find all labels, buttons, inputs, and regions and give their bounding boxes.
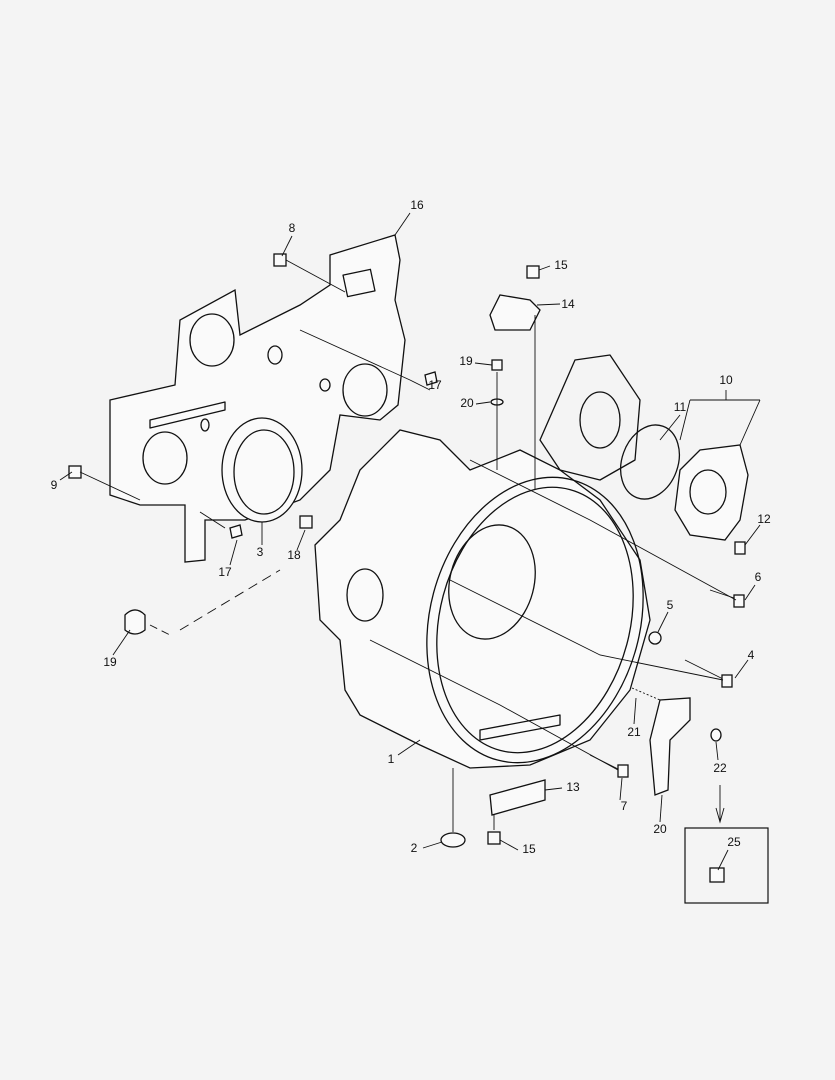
callout-labels: 16 8 15 14 19 17 20 10 11 9 12 3 18 17 6… — [51, 198, 771, 856]
small-hardware — [68, 253, 746, 883]
callout-23: 21 — [627, 725, 641, 739]
callout-14: 14 — [561, 297, 575, 311]
callout-13: 13 — [566, 780, 580, 794]
callout-5: 5 — [667, 598, 674, 612]
callout-21: 20 — [460, 396, 474, 410]
flywheel-housing — [314, 354, 651, 769]
callout-20: 19 — [459, 354, 473, 368]
callout-9: 9 — [51, 478, 58, 492]
callout-24: 22 — [713, 761, 727, 775]
callout-18: 18 — [287, 548, 301, 562]
callout-25: 25 — [727, 835, 741, 849]
timing-cover-gasket-plate — [109, 234, 406, 563]
callout-10: 10 — [719, 373, 733, 387]
callout-15a: 15 — [554, 258, 568, 272]
callout-15b: 15 — [522, 842, 536, 856]
callout-11: 11 — [674, 400, 687, 414]
callout-17b: 17 — [218, 565, 232, 579]
cover-plate-and-oring — [620, 424, 749, 541]
callout-19: 19 — [103, 655, 117, 669]
callout-4: 4 — [748, 648, 755, 662]
leader-lines — [59, 212, 761, 871]
callout-8: 8 — [289, 221, 296, 235]
detail-box — [684, 827, 769, 904]
callout-17a: 17 — [428, 378, 442, 392]
callout-12: 12 — [757, 512, 771, 526]
callout-3: 3 — [257, 545, 264, 559]
callout-1: 1 — [388, 752, 395, 766]
crankshaft-seal — [221, 417, 303, 523]
callout-7: 7 — [621, 799, 628, 813]
callout-22: 20 — [653, 822, 667, 836]
callout-6: 6 — [755, 570, 762, 584]
callout-2: 2 — [411, 841, 418, 855]
callout-16: 16 — [410, 198, 424, 212]
